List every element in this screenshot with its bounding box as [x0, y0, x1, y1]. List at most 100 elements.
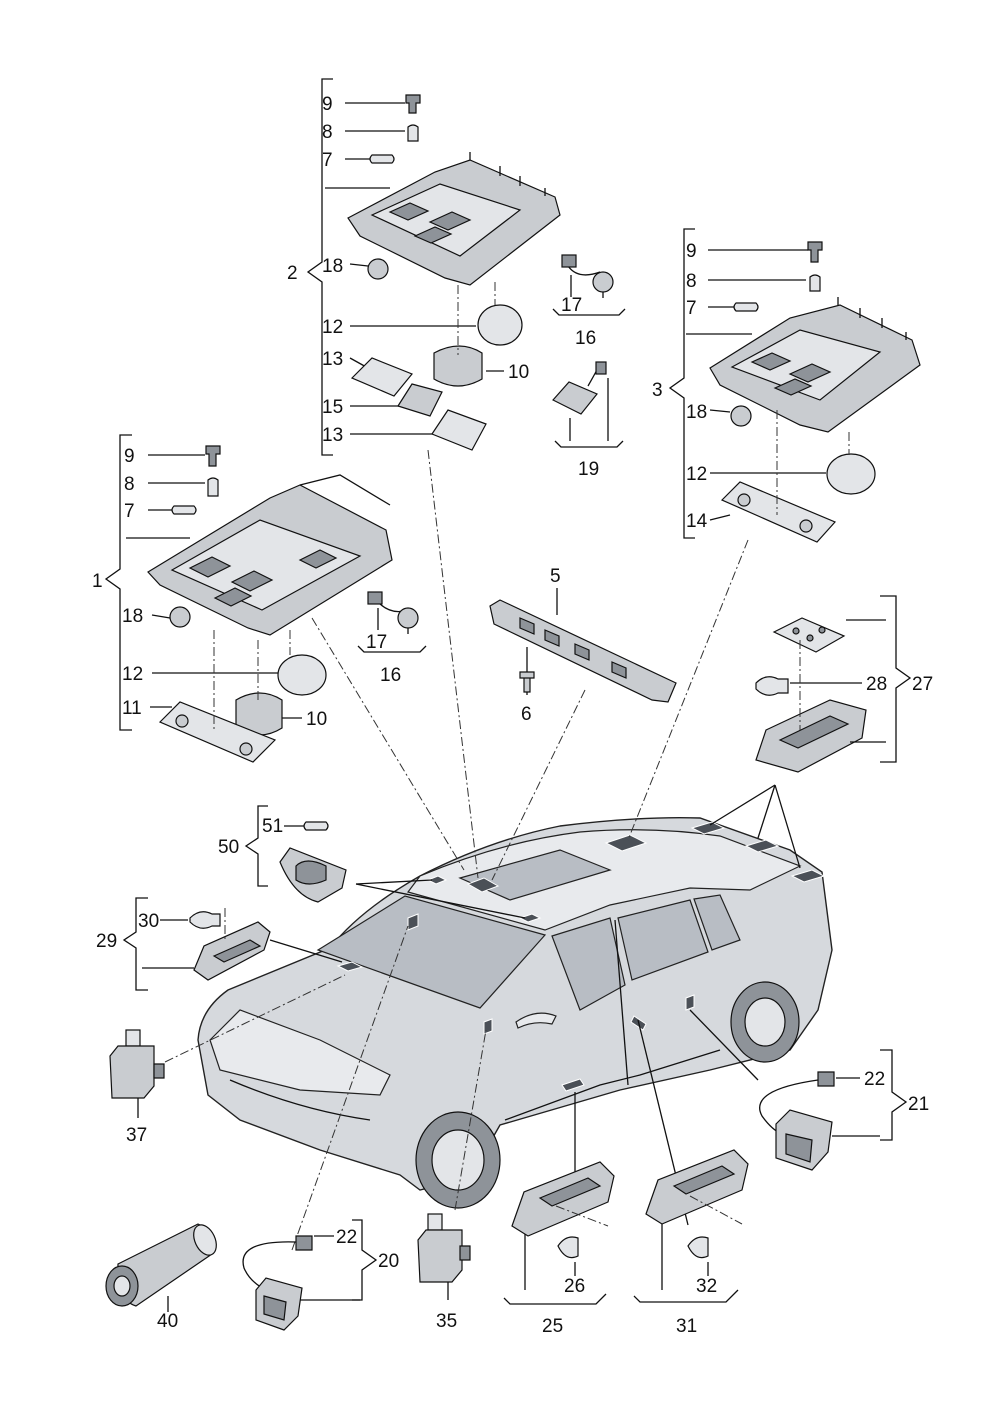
gasket-13a-icon [350, 357, 413, 397]
gasket-13b-icon [431, 409, 487, 451]
label-g2-15: 15 [322, 397, 343, 418]
label-28: 28 [866, 674, 887, 695]
label-37: 37 [126, 1125, 147, 1146]
label-35: 35 [436, 1311, 457, 1332]
bulb-8-icon [407, 124, 419, 142]
group-1 [104, 434, 427, 763]
connector-22-icon [295, 1235, 313, 1251]
bulb-28-icon [755, 676, 789, 696]
label-g3-7: 7 [686, 298, 697, 319]
label-g2-16: 16 [575, 328, 596, 349]
label-g2-18: 18 [322, 256, 343, 277]
socket-16-icon [592, 271, 614, 293]
bulb-8-icon [809, 274, 821, 292]
screw-6-icon [519, 671, 535, 693]
label-5: 5 [550, 566, 561, 587]
label-g2-10: 10 [508, 362, 529, 383]
label-g2-13b: 13 [322, 425, 343, 446]
label-g2-8: 8 [322, 122, 333, 143]
label-32: 32 [696, 1276, 717, 1297]
label-22b: 22 [336, 1227, 357, 1248]
label-40: 40 [157, 1311, 178, 1332]
label-51: 51 [262, 816, 283, 837]
roof-console-housing-2-icon [347, 152, 561, 286]
label-g3-14: 14 [686, 511, 708, 532]
group-29 [122, 897, 271, 991]
roof-console-housing-1-icon [147, 474, 393, 636]
microphone-12-icon [477, 304, 523, 346]
label-g1-1: 1 [92, 571, 103, 592]
trim-strip-5 [489, 588, 677, 703]
door-switch-37-icon [109, 1045, 155, 1099]
label-30: 30 [138, 911, 159, 932]
clip-18-icon [367, 258, 389, 280]
bulb-26-icon [557, 1236, 579, 1259]
clip-18-icon [169, 606, 191, 628]
label-27: 27 [912, 674, 933, 695]
label-g2-7: 7 [322, 150, 333, 171]
switch-35 [417, 1213, 471, 1300]
lighter-40 [105, 1223, 217, 1312]
switch-37 [109, 1029, 165, 1118]
group-25 [503, 1161, 615, 1305]
group-21 [759, 1049, 908, 1171]
door-switch-35-icon [417, 1229, 463, 1283]
group-27 [755, 595, 912, 773]
label-g1-17: 17 [366, 632, 387, 653]
label-g1-8: 8 [124, 474, 135, 495]
label-g1-9: 9 [124, 446, 135, 467]
label-g1-18: 18 [122, 606, 143, 627]
car-body [197, 816, 833, 1209]
label-g2-13a: 13 [322, 349, 343, 370]
festoon-bulb-7-icon [171, 505, 197, 515]
label-g2-12: 12 [322, 317, 343, 338]
label-25: 25 [542, 1316, 563, 1337]
label-20: 20 [378, 1251, 399, 1272]
bulb-8-icon [207, 477, 219, 497]
label-g1-11: 11 [122, 698, 142, 719]
label-6: 6 [521, 704, 532, 725]
microphone-12-icon [277, 654, 327, 696]
label-g3-9: 9 [686, 241, 697, 262]
connector-22-icon [817, 1071, 835, 1087]
group-20 [242, 1219, 378, 1331]
module-19-icon [552, 381, 598, 415]
label-21: 21 [908, 1094, 929, 1115]
switch-10-icon [433, 345, 483, 387]
label-g2-2: 2 [287, 263, 298, 284]
label-26: 26 [564, 1276, 585, 1297]
group-3 [668, 228, 921, 543]
label-g2-17: 17 [561, 295, 582, 316]
label-g1-7: 7 [124, 501, 135, 522]
clip-18-icon [730, 405, 752, 427]
festoon-bulb-51-icon [303, 821, 329, 831]
label-g1-10: 10 [306, 709, 327, 730]
label-g3-3: 3 [652, 380, 663, 401]
roof-console-housing-3-icon [709, 297, 921, 433]
bulb-30-icon [189, 911, 221, 929]
microphone-12-icon [826, 453, 876, 495]
connector-17-icon [561, 254, 577, 268]
bracket-15-icon [397, 383, 443, 417]
label-g3-12: 12 [686, 464, 707, 485]
bulb-holder-9-icon [405, 94, 421, 114]
label-g2-19: 19 [578, 459, 599, 480]
label-29: 29 [96, 931, 117, 952]
connector-17-icon [367, 591, 383, 605]
label-g2-9: 9 [322, 94, 333, 115]
label-g1-16: 16 [380, 665, 401, 686]
bulb-holder-9-icon [205, 445, 221, 467]
label-g3-8: 8 [686, 271, 697, 292]
label-31: 31 [676, 1316, 697, 1337]
gasket-14-icon [720, 481, 837, 543]
festoon-bulb-7-icon [369, 154, 395, 164]
label-g3-18: 18 [686, 402, 707, 423]
group-31 [633, 1149, 749, 1303]
group-50 [244, 805, 347, 903]
label-50: 50 [218, 837, 239, 858]
socket-16-icon [397, 607, 419, 629]
label-g1-12: 12 [122, 664, 143, 685]
festoon-bulb-7-icon [733, 302, 759, 312]
label-22a: 22 [864, 1069, 885, 1090]
